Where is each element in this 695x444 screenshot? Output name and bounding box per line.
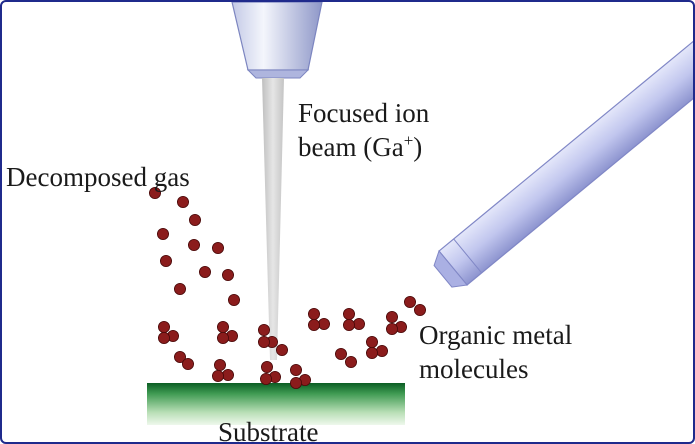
gas-molecule-42 [334,347,347,360]
gas-molecule-48 [413,303,426,316]
gas-molecule-38 [342,318,355,331]
gas-molecule-34 [317,317,330,330]
gas-molecule-43 [344,355,357,368]
gas-molecule-24 [221,368,234,381]
gas-molecule-22 [181,357,194,370]
gas-molecule-10 [173,282,186,295]
label-decomposed-gas-text: Decomposed gas [6,162,190,192]
gas-molecule-33 [307,307,320,320]
gas-molecule-4 [156,227,169,240]
gas-molecule-14 [157,331,170,344]
gas-molecule-25 [211,369,224,382]
gas-molecule-21 [173,350,186,363]
gas-molecule-7 [159,254,172,267]
gas-molecule-23 [213,358,226,371]
label-organic-metal-line1: Organic metal [419,320,573,350]
label-organic-metal-molecules: Organic metal molecules [419,318,572,386]
gas-nozzle [433,33,693,288]
gas-molecule-28 [259,372,272,385]
gas-molecule-37 [352,317,365,330]
label-substrate: Substrate [218,415,319,444]
gas-molecule-26 [260,360,273,373]
gas-molecule-44 [385,310,398,323]
label-substrate-text: Substrate [218,417,319,444]
label-fib-line2-prefix: beam (Ga [298,132,404,162]
gas-molecule-6 [211,241,224,254]
gas-molecule-41 [365,346,378,359]
ion-column [231,2,323,79]
ion-beam [262,78,284,360]
gas-molecule-35 [307,318,320,331]
gas-molecule-12 [157,320,170,333]
label-decomposed-gas: Decomposed gas [6,160,190,194]
label-fib-superscript: + [403,131,414,150]
label-fib-line1: Focused ion [298,98,430,128]
gas-molecule-32 [275,343,288,356]
label-organic-metal-line2: molecules [419,354,529,384]
gas-molecule-17 [216,331,229,344]
gas-molecule-31 [289,376,302,389]
gas-molecule-3 [188,213,201,226]
gas-molecule-36 [342,307,355,320]
gas-molecule-39 [365,335,378,348]
gas-molecule-9 [221,268,234,281]
gas-molecule-8 [198,265,211,278]
gas-molecule-20 [257,335,270,348]
gas-molecule-47 [403,295,416,308]
substrate [147,383,405,425]
gas-molecule-15 [216,320,229,333]
label-focused-ion-beam: Focused ion beam (Ga+) [298,96,429,164]
gas-molecule-29 [289,363,302,376]
gas-molecule-18 [257,323,270,336]
gas-molecule-1 [148,186,161,199]
gas-molecule-2 [176,195,189,208]
gas-molecule-46 [385,322,398,335]
gas-molecules [148,186,426,389]
gas-molecule-11 [227,293,240,306]
gas-molecule-5 [187,238,200,251]
label-fib-line2-suffix: ) [413,132,423,162]
gas-molecule-40 [375,344,388,357]
